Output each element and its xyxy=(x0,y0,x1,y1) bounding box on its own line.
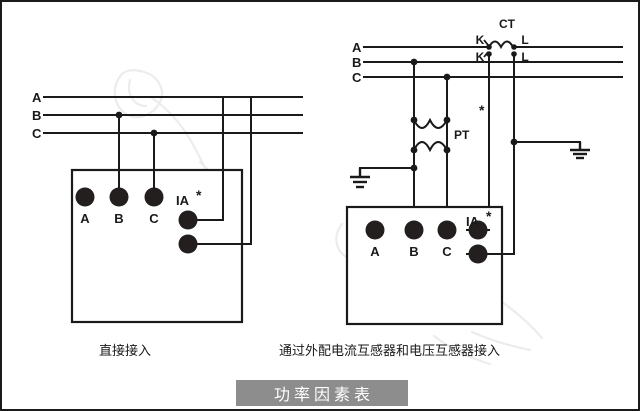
title-banner: 功率因素表 xyxy=(236,380,408,406)
ct-terminal-dot-k-top xyxy=(486,44,492,50)
right-terminal-ia-star[interactable] xyxy=(468,220,488,240)
left-terminal-label-b: B xyxy=(114,211,123,226)
pt-lower-tap-left xyxy=(410,146,418,154)
right-terminal-label-c: C xyxy=(442,244,452,259)
caption-direct-connection: 直接接入 xyxy=(99,344,152,359)
right-terminal-ia[interactable] xyxy=(468,244,488,264)
right-terminal-label-a: A xyxy=(370,244,380,259)
pt-label: PT xyxy=(454,128,470,142)
ct-label-l-bottom: L xyxy=(521,50,528,64)
pt-ground-junction xyxy=(410,164,418,172)
left-phase-label-b: B xyxy=(32,108,41,123)
ct-terminal-dot-l-top xyxy=(511,44,517,50)
right-phase-label-b: B xyxy=(352,55,361,70)
left-phase-label-c: C xyxy=(32,126,42,141)
right-diagram: A B C CT K L xyxy=(345,17,623,326)
ct-tick-k-top xyxy=(483,39,489,46)
left-terminal-ia[interactable] xyxy=(178,234,198,254)
ct-ground-junction xyxy=(510,138,518,146)
right-phase-label-c: C xyxy=(352,70,362,85)
right-phase-label-a: A xyxy=(352,40,362,55)
left-route-a-to-ia-star xyxy=(197,96,224,221)
ct-label-l-top: L xyxy=(521,33,528,47)
ct-symbol: CT K L K L xyxy=(476,17,529,64)
left-terminal-a[interactable] xyxy=(75,187,95,207)
left-terminal-ia-star[interactable] xyxy=(178,210,198,230)
left-terminal-label-ia: IA xyxy=(176,193,190,208)
pt-lower-tap-right xyxy=(443,146,451,154)
left-route-return-to-ia xyxy=(197,96,252,245)
left-terminal-label-a: A xyxy=(80,211,90,226)
left-terminal-b[interactable] xyxy=(109,187,129,207)
ct-polarity-asterisk: * xyxy=(479,102,485,118)
right-terminal-a[interactable] xyxy=(365,220,385,240)
left-junction-b xyxy=(115,111,123,119)
ct-label-k-bottom: K xyxy=(476,50,485,64)
left-terminal-label-c: C xyxy=(149,211,159,226)
ct-label: CT xyxy=(499,17,516,31)
right-terminal-c[interactable] xyxy=(437,220,457,240)
pt-symbol: PT xyxy=(410,116,470,154)
right-terminal-b[interactable] xyxy=(404,220,424,240)
ct-label-k-top: K xyxy=(476,33,485,47)
left-terminal-c[interactable] xyxy=(144,187,164,207)
pt-upper-tap-left xyxy=(410,116,418,124)
left-diagram: A B C A xyxy=(32,90,303,324)
pt-upper-tap-right xyxy=(443,116,451,124)
ground-symbol-right xyxy=(570,142,590,160)
ground-symbol-left xyxy=(350,168,370,189)
caption-ct-pt-connection: 通过外配电流互感器和电压互感器接入 xyxy=(279,344,501,359)
left-terminal-label-ia-asterisk: * xyxy=(196,187,202,203)
right-terminal-label-ia: IA xyxy=(466,214,480,229)
right-terminal-label-ia-asterisk: * xyxy=(486,208,492,224)
left-junction-c xyxy=(150,129,158,137)
left-phase-label-a: A xyxy=(32,90,42,105)
title-banner-text: 功率因素表 xyxy=(273,385,374,404)
right-terminal-label-b: B xyxy=(409,244,418,259)
